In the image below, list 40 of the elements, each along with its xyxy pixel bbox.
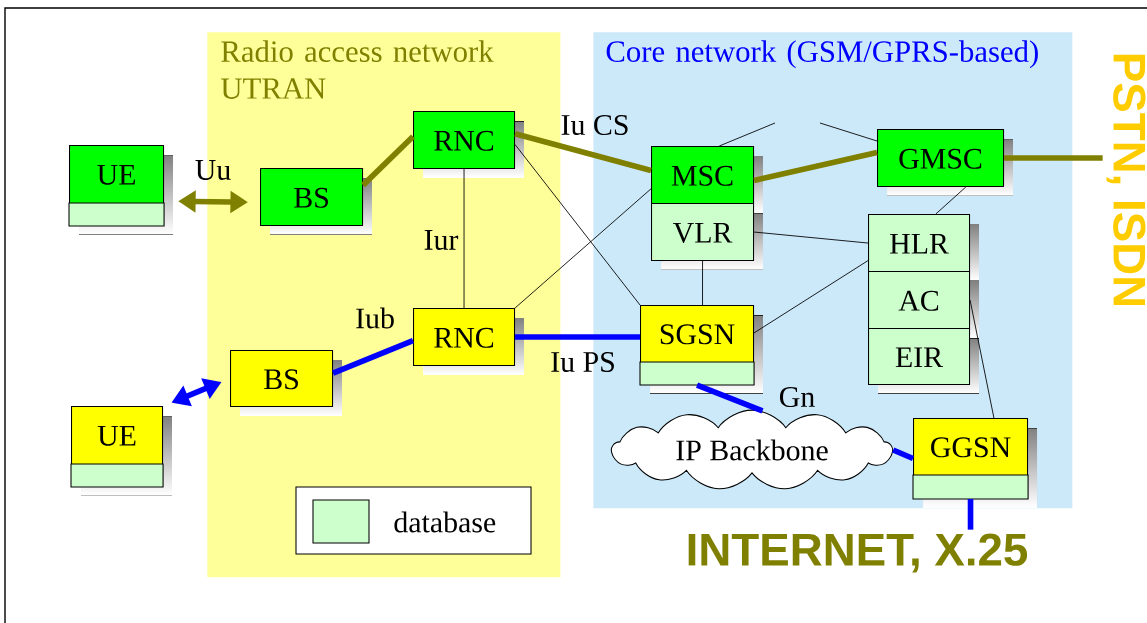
connector-line [819, 122, 878, 142]
connector-line [753, 260, 869, 334]
edge-label: Iub [356, 307, 394, 329]
connector-line [463, 168, 465, 309]
edge-label: Iu PS [551, 351, 614, 373]
edge-label: Iu CS [561, 114, 628, 136]
network-name: PSTN, ISDN [1106, 54, 1146, 306]
connector-line [753, 149, 878, 184]
element-box: GMSC [877, 129, 1013, 196]
database-box: HLR [868, 214, 979, 281]
connector-line [1004, 155, 1103, 161]
connector-line [514, 188, 652, 309]
connector-line [935, 186, 967, 215]
element-box: BS [260, 168, 372, 235]
edge-label: Gn [779, 386, 815, 408]
element-box: RNC [413, 308, 524, 375]
element-box: GGSN [912, 418, 1037, 508]
network-name: INTERNET, X.25 [688, 533, 1028, 573]
connector-line [718, 122, 776, 147]
edge-label: Uu [195, 160, 231, 180]
element-box: UE [68, 145, 173, 235]
connector-line [969, 299, 995, 419]
connector-line [967, 499, 974, 530]
element-box: UE [70, 406, 172, 496]
connector-line [514, 144, 641, 306]
connector-line [514, 131, 652, 174]
element-box: MSC [651, 146, 763, 213]
element-box: BS [230, 350, 342, 416]
connector-line [892, 447, 915, 462]
connector-line [702, 260, 703, 306]
connector-line [515, 334, 640, 340]
element-box: RNC [413, 111, 524, 178]
edge-label: Iur [424, 230, 459, 250]
legend-label: database [394, 511, 496, 533]
database-box: AC [868, 271, 979, 338]
connector-line [332, 338, 415, 376]
connector-line [753, 231, 869, 244]
element-box: SGSN [639, 305, 763, 394]
database-box: VLR [651, 203, 763, 270]
database-box: EIR [868, 328, 979, 394]
